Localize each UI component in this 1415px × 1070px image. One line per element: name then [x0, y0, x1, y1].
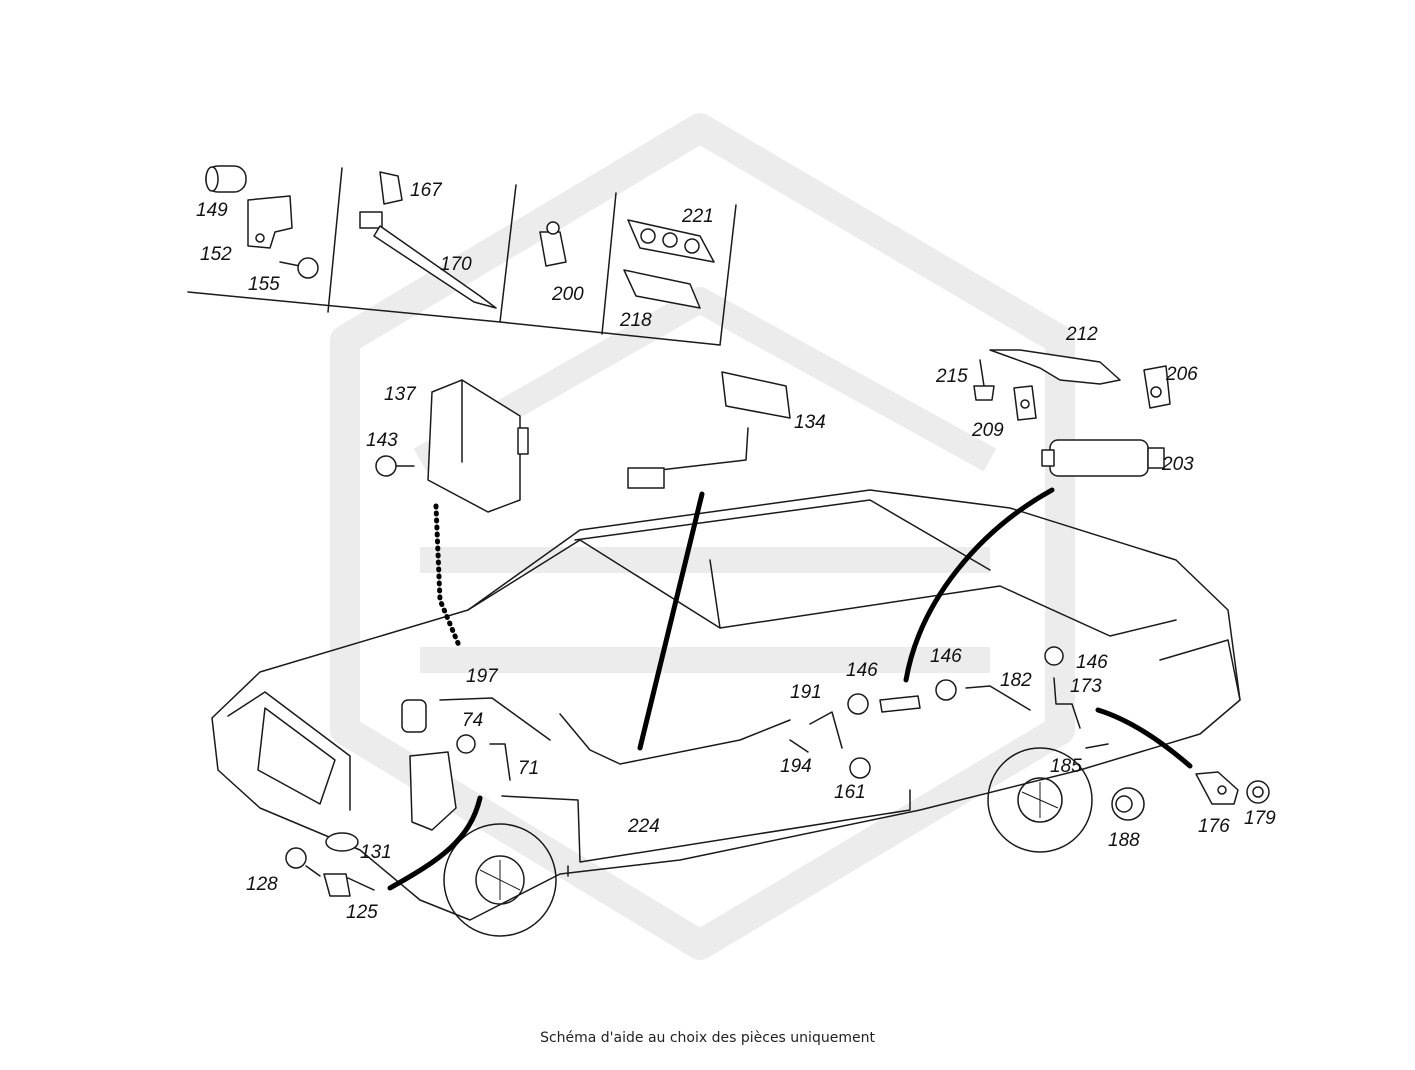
label-224[interactable]: 224 — [627, 816, 660, 837]
label-155[interactable]: 155 — [248, 274, 280, 295]
part-191-hose — [809, 711, 843, 749]
label-167[interactable]: 167 — [410, 180, 443, 201]
label-194[interactable]: 194 — [780, 756, 812, 777]
label-143[interactable]: 143 — [366, 430, 398, 451]
label-209[interactable]: 209 — [971, 420, 1004, 441]
part-labels: 149 152 155 167 170 200 221 218 212 215 … — [196, 180, 1276, 923]
label-191[interactable]: 191 — [790, 682, 822, 703]
part-74-valve — [456, 734, 476, 754]
washer-reservoir — [401, 699, 457, 831]
part-131-grommet — [325, 832, 359, 852]
vehicle-outline — [211, 489, 1241, 937]
label-146-c[interactable]: 146 — [1076, 652, 1108, 673]
label-137[interactable]: 137 — [384, 384, 417, 405]
label-74[interactable]: 74 — [462, 710, 483, 731]
part-149-sleeve — [205, 165, 247, 193]
part-200-clip — [539, 221, 567, 267]
part-152-bracket — [247, 195, 293, 249]
part-128-nozzle — [285, 847, 321, 877]
part-146a-connector — [847, 693, 869, 715]
label-146-b[interactable]: 146 — [930, 646, 962, 667]
label-176[interactable]: 176 — [1198, 816, 1230, 837]
label-212[interactable]: 212 — [1065, 324, 1098, 345]
part-176-bracket — [1195, 771, 1239, 805]
part-185-tube — [1085, 743, 1109, 749]
label-197[interactable]: 197 — [466, 666, 499, 687]
part-221-holder — [627, 219, 715, 263]
label-146-a[interactable]: 146 — [846, 660, 878, 681]
part-143-bolt — [375, 455, 415, 477]
diagram-caption: Schéma d'aide au choix des pièces unique… — [540, 1030, 875, 1046]
part-197-tube — [439, 697, 551, 741]
part-215-screw — [973, 359, 995, 401]
check-valve — [879, 695, 921, 713]
part-212-bracket — [989, 349, 1121, 385]
part-218-holder — [623, 269, 701, 309]
label-185[interactable]: 185 — [1050, 756, 1082, 777]
part-182-hose — [965, 685, 1031, 711]
label-149[interactable]: 149 — [196, 200, 228, 221]
label-128[interactable]: 128 — [246, 874, 278, 895]
part-134-switch — [627, 371, 791, 489]
label-179[interactable]: 179 — [1244, 808, 1276, 829]
part-170-cable-tie — [359, 211, 497, 309]
label-170[interactable]: 170 — [440, 254, 472, 275]
pointer-arrows — [387, 487, 1193, 891]
label-206[interactable]: 206 — [1165, 364, 1198, 385]
part-179-grommet — [1246, 780, 1270, 804]
part-125-clip — [323, 873, 375, 897]
label-215[interactable]: 215 — [935, 366, 968, 387]
part-209-washer — [1013, 385, 1037, 421]
part-194-tube — [789, 739, 809, 753]
part-161-clip — [849, 757, 871, 779]
washer-hose-224 — [501, 789, 911, 877]
label-134[interactable]: 134 — [794, 412, 826, 433]
label-218[interactable]: 218 — [619, 310, 652, 331]
part-188-gear — [1111, 787, 1145, 821]
label-71[interactable]: 71 — [518, 758, 539, 779]
part-173-hose — [1053, 677, 1081, 729]
part-146c-connector — [1044, 646, 1064, 666]
label-131[interactable]: 131 — [360, 842, 392, 863]
part-167-clip — [379, 171, 403, 205]
label-188[interactable]: 188 — [1108, 830, 1140, 851]
part-155-screw — [279, 257, 319, 279]
label-125[interactable]: 125 — [346, 902, 378, 923]
label-182[interactable]: 182 — [1000, 670, 1032, 691]
inset-panel — [187, 167, 737, 346]
part-137-control-unit — [427, 379, 529, 513]
part-146b-connector — [935, 679, 957, 701]
part-206-washer — [1143, 365, 1171, 409]
label-203[interactable]: 203 — [1161, 454, 1194, 475]
label-152[interactable]: 152 — [200, 244, 232, 265]
part-203-pump — [1041, 439, 1165, 477]
brand-watermark-icon — [330, 113, 1075, 960]
part-71-hose — [489, 743, 511, 781]
label-200[interactable]: 200 — [551, 284, 584, 305]
label-173[interactable]: 173 — [1070, 676, 1102, 697]
label-161[interactable]: 161 — [834, 782, 866, 803]
label-221[interactable]: 221 — [681, 206, 714, 227]
